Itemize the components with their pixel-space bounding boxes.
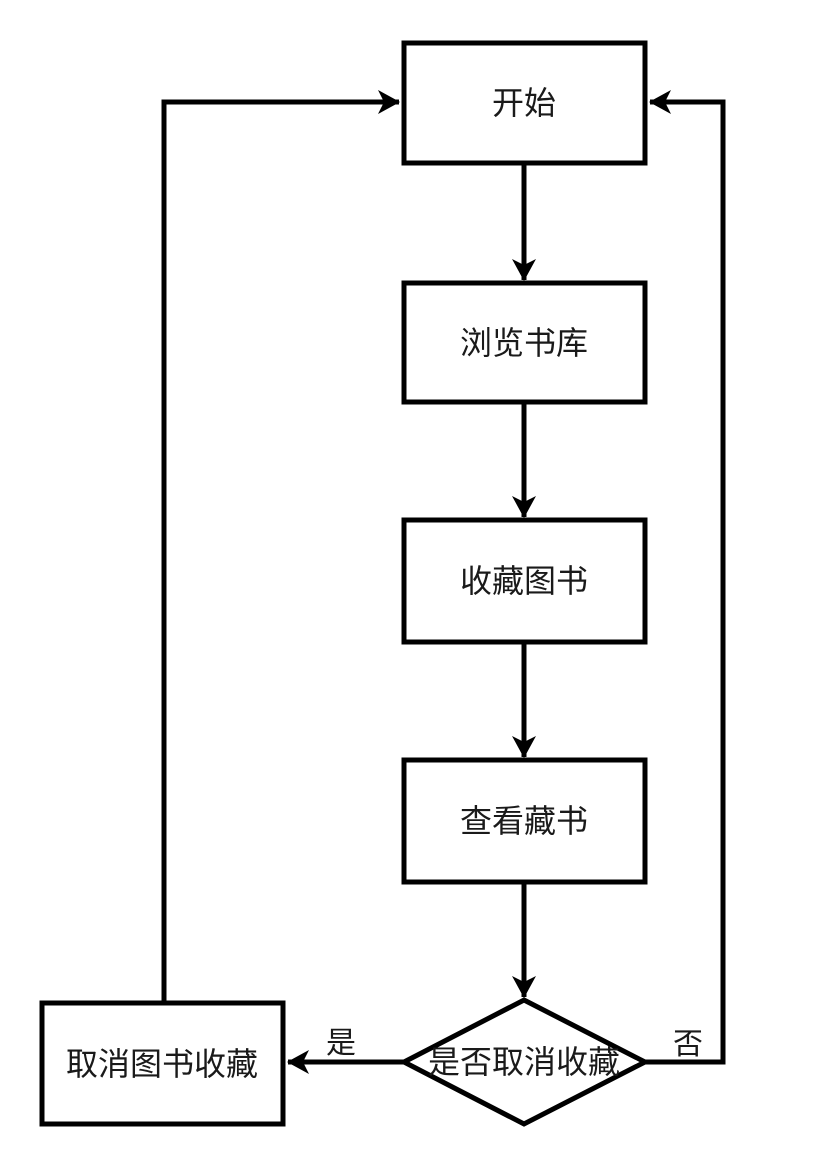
collect-box <box>401 517 648 645</box>
decision-label: 是否取消收藏 <box>428 1044 620 1080</box>
yes-edge-label: 是 <box>326 1027 356 1060</box>
node-start: 开始 <box>401 40 648 166</box>
collect-label: 收藏图书 <box>460 563 588 599</box>
node-view: 查看藏书 <box>401 757 648 885</box>
edge-decision-to-start <box>645 90 726 1065</box>
decision-diamond <box>398 997 651 1127</box>
node-collect: 收藏图书 <box>401 517 648 645</box>
view-label: 查看藏书 <box>460 803 588 839</box>
cancel-box <box>39 1000 286 1127</box>
node-decision: 是否取消收藏 <box>398 997 651 1127</box>
browse-box <box>401 280 648 405</box>
node-cancel: 取消图书收藏 <box>39 1000 286 1127</box>
start-box <box>401 40 648 166</box>
view-box <box>401 757 648 885</box>
no-edge-label: 否 <box>673 1028 703 1061</box>
start-label: 开始 <box>492 85 556 121</box>
node-browse: 浏览书库 <box>401 280 648 405</box>
edge-cancel-to-start <box>161 90 400 1003</box>
cancel-label: 取消图书收藏 <box>66 1046 258 1082</box>
browse-label: 浏览书库 <box>460 325 588 361</box>
